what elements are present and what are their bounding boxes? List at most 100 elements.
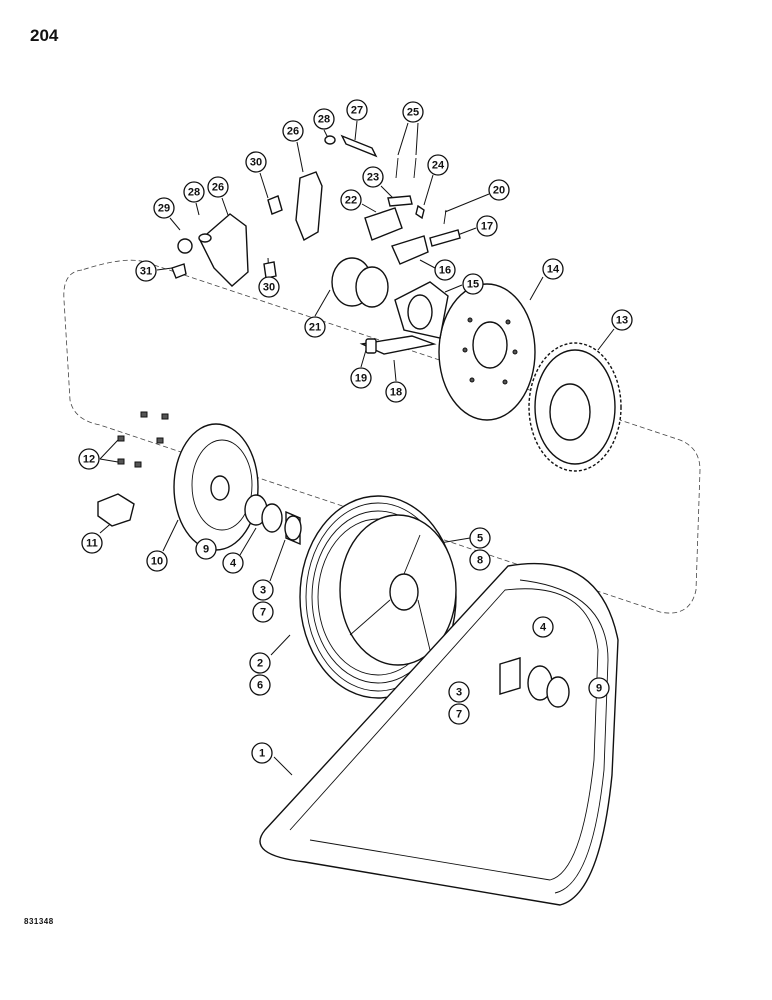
callout-28a: 28 (183, 181, 205, 203)
callout-label: 16 (439, 265, 451, 277)
callout-3-7a: 37 (252, 579, 274, 623)
callout-circle (222, 552, 244, 574)
callout-circle (251, 742, 273, 764)
hub-flange-10 (173, 423, 259, 551)
callout-circle (258, 276, 280, 298)
callout-31: 31 (135, 260, 157, 282)
callout-circle (588, 677, 610, 699)
callout-9a: 9 (195, 538, 217, 560)
callout-circle (488, 179, 510, 201)
levers-26 (199, 171, 323, 287)
callout-circle (532, 616, 554, 638)
callout-15: 15 (462, 273, 484, 295)
callout-label: 17 (481, 221, 493, 233)
collar-21 (331, 257, 389, 308)
callout-label: 1 (259, 748, 265, 760)
callout-circle (249, 652, 271, 674)
callout-label: 9 (596, 683, 602, 695)
callout-14: 14 (542, 258, 564, 280)
callout-circle (476, 215, 498, 237)
hardware (171, 134, 461, 279)
bearings-left (244, 494, 302, 546)
callout-label: 13 (616, 315, 628, 327)
callout-3-7b: 37 (448, 681, 470, 725)
callout-label: 3 (260, 585, 266, 597)
callout-circle (434, 259, 456, 281)
callout-label: 24 (432, 160, 445, 172)
callout-label: 9 (203, 544, 209, 556)
bearings-right (499, 657, 570, 708)
callout-circle (249, 674, 271, 696)
callout-11: 11 (81, 532, 103, 554)
callout-label: 10 (151, 556, 163, 568)
callout-label: 4 (540, 622, 547, 634)
callout-26b: 26 (282, 120, 304, 142)
callout-label: 20 (493, 185, 505, 197)
callout-circle (385, 381, 407, 403)
callout-circle (135, 260, 157, 282)
callout-circle (462, 273, 484, 295)
set-screws-12 (117, 411, 169, 468)
callout-circle (81, 532, 103, 554)
callout-circle (340, 189, 362, 211)
pressure-plate-15 (394, 281, 449, 339)
callout-label: 31 (140, 266, 152, 278)
callout-circle (469, 527, 491, 549)
callout-label: 22 (345, 195, 357, 207)
callout-19: 19 (350, 367, 372, 389)
callout-circle (146, 550, 168, 572)
pulley-2 (299, 495, 457, 699)
callout-circle (252, 601, 274, 623)
callout-label: 28 (318, 114, 330, 126)
callout-circle (427, 154, 449, 176)
callout-label: 6 (257, 680, 263, 692)
callout-25: 25 (402, 101, 424, 123)
callout-circle (245, 151, 267, 173)
callout-label: 23 (367, 172, 379, 184)
callout-group: 1263737445899101112131415161718192021222… (78, 99, 633, 764)
callout-circle (448, 703, 470, 725)
page-number: 204 (30, 26, 59, 45)
callout-17: 17 (476, 215, 498, 237)
callout-5-8: 58 (469, 527, 491, 571)
callout-20: 20 (488, 179, 510, 201)
callout-label: 26 (212, 182, 224, 194)
callout-30b: 30 (258, 276, 280, 298)
key-11 (97, 493, 135, 527)
callout-circle (153, 197, 175, 219)
callout-12: 12 (78, 448, 100, 470)
clutch-disc-14 (438, 283, 536, 421)
callout-21: 21 (304, 316, 326, 338)
callout-label: 5 (477, 533, 483, 545)
callout-16: 16 (434, 259, 456, 281)
callout-24: 24 (427, 154, 449, 176)
callout-label: 19 (355, 373, 367, 385)
callout-label: 21 (309, 322, 321, 334)
callout-circle (469, 549, 491, 571)
callout-label: 25 (407, 107, 419, 119)
callout-18: 18 (385, 381, 407, 403)
callout-circle (207, 176, 229, 198)
callout-label: 18 (390, 387, 402, 399)
sprocket-13 (528, 342, 622, 472)
callout-label: 7 (260, 607, 266, 619)
callout-26a: 26 (207, 176, 229, 198)
callout-circle (183, 181, 205, 203)
callout-22: 22 (340, 189, 362, 211)
callout-4b: 4 (532, 616, 554, 638)
callout-1: 1 (251, 742, 273, 764)
callout-label: 30 (263, 282, 275, 294)
callout-label: 30 (250, 157, 262, 169)
callout-30a: 30 (245, 151, 267, 173)
callout-28b: 28 (313, 108, 335, 130)
callout-circle (78, 448, 100, 470)
callout-circle (402, 101, 424, 123)
v-belt-1 (259, 562, 619, 906)
figure-code: 831348 (24, 917, 54, 926)
callout-circle (542, 258, 564, 280)
callout-label: 27 (351, 105, 363, 117)
disc-bolt-holes (462, 317, 518, 385)
callout-circle (282, 120, 304, 142)
callout-4a: 4 (222, 552, 244, 574)
callout-label: 2 (257, 658, 263, 670)
